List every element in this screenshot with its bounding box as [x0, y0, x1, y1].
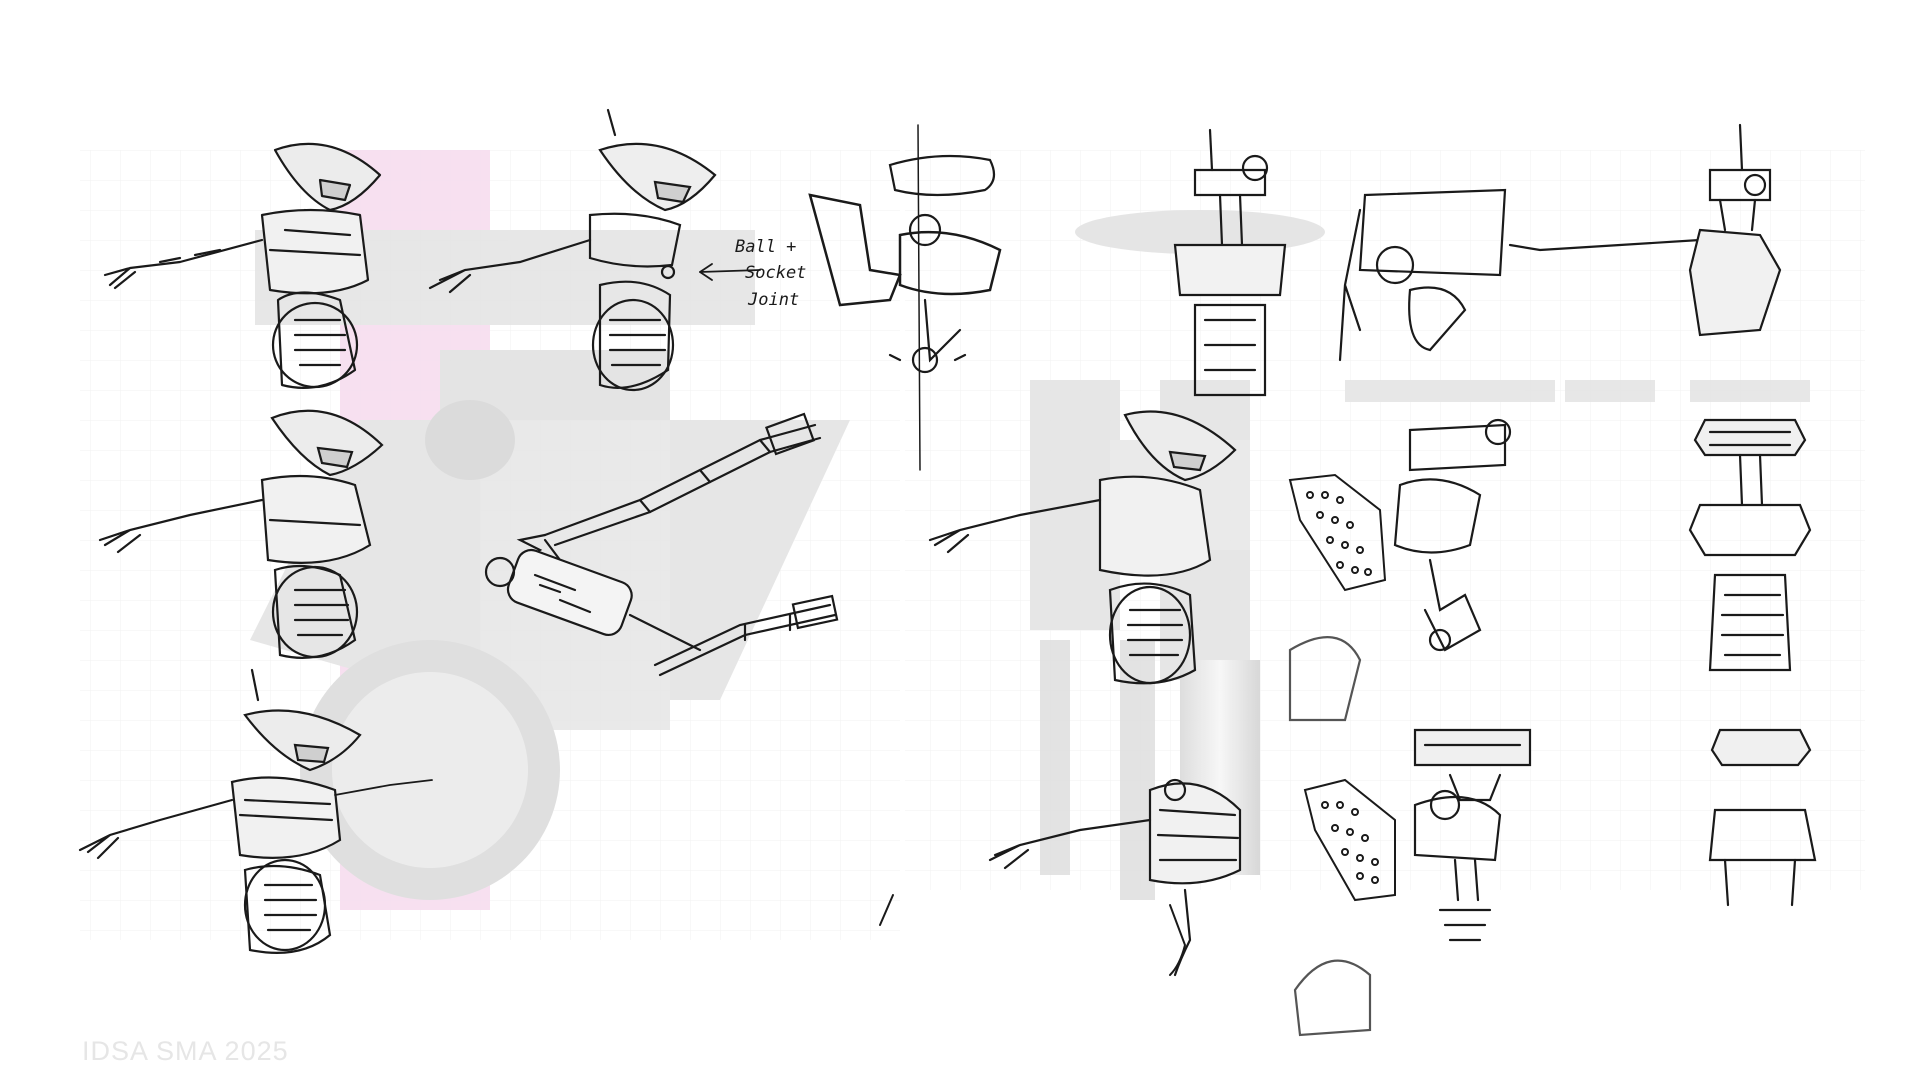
ball-socket-annotation-line1: Ball +	[735, 237, 796, 257]
head-tilt-study	[1288, 418, 1512, 1037]
arm-study-lower	[484, 548, 839, 677]
robot-head-mechanism	[808, 124, 1002, 471]
robot-front-stacked-view	[1688, 418, 1817, 907]
ball-socket-annotation-line3: Joint	[747, 290, 799, 310]
footer-caption: IDSA SMA 2025	[82, 1036, 289, 1066]
robot-side-view-2	[428, 108, 761, 392]
robot-front-view	[1173, 128, 1287, 397]
arm-study-upper	[516, 412, 822, 562]
ball-socket-annotation-line2: Socket	[745, 263, 806, 283]
robot-three-quarter-view	[98, 409, 384, 659]
robot-side-view-1	[103, 142, 382, 389]
stray-strokes	[879, 894, 1187, 976]
robot-back-view	[1338, 123, 1782, 362]
robot-arm-reach-view	[928, 410, 1237, 685]
robot-bottom-reach-view	[988, 778, 1242, 977]
exploded-parts-study	[1413, 728, 1532, 942]
hand-pad-study	[1288, 473, 1396, 902]
underlay-left	[250, 150, 850, 910]
robot-side-view-arm-forward	[78, 668, 433, 954]
